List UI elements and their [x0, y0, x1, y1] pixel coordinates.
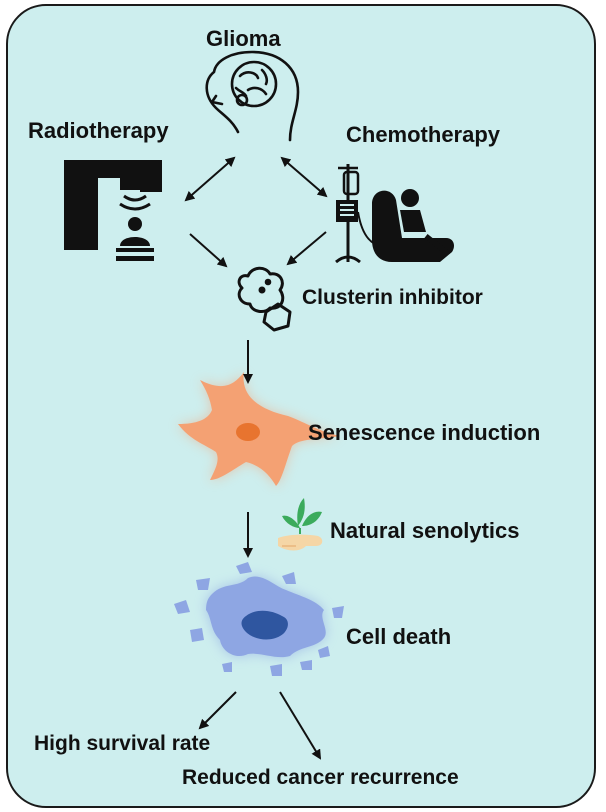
brain-head-icon: [205, 50, 300, 142]
plant-hand-icon: [278, 498, 323, 551]
clusterin-protein-icon: [237, 266, 292, 332]
arrow-celldeath-recurrence: [279, 691, 322, 760]
dying-cell-icon: [174, 562, 344, 676]
chemotherapy-chair-icon: [335, 164, 454, 264]
label-chemotherapy: Chemotherapy: [346, 122, 501, 147]
label-natural-senolytics: Natural senolytics: [330, 518, 520, 543]
diagram-panel: [6, 4, 596, 808]
label-radiotherapy: Radiotherapy: [28, 118, 169, 143]
arrow-chemotherapy-clusterin: [286, 231, 327, 266]
label-clusterin-inhibitor: Clusterin inhibitor: [302, 286, 483, 309]
arrow-glioma-chemotherapy: [280, 156, 328, 198]
arrow-radiotherapy-clusterin: [189, 233, 228, 268]
label-reduced-cancer-recurrence: Reduced cancer recurrence: [182, 766, 459, 789]
senescent-cell-icon: [178, 372, 340, 486]
label-senescence-induction: Senescence induction: [308, 420, 541, 445]
arrow-glioma-radiotherapy: [184, 156, 236, 202]
label-glioma: Glioma: [206, 26, 281, 51]
radiotherapy-machine-icon: [64, 160, 162, 261]
label-cell-death: Cell death: [346, 624, 452, 649]
arrow-celldeath-survival: [198, 691, 237, 730]
label-high-survival-rate: High survival rate: [34, 732, 211, 755]
